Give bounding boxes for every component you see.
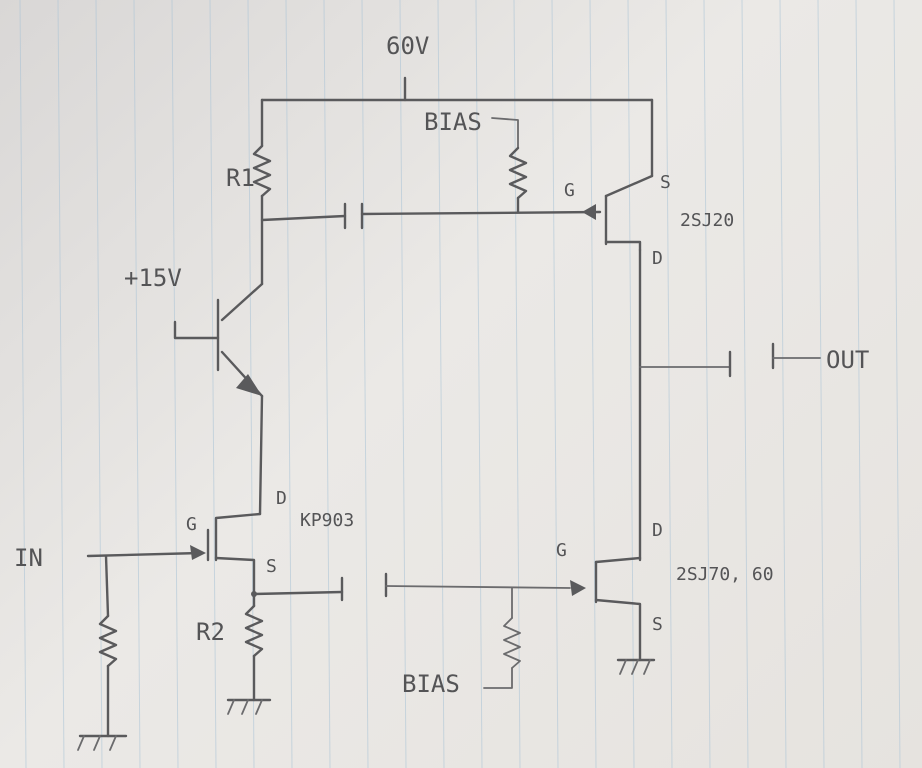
gate-top-label: G (564, 180, 575, 201)
q-bottom-part-label: 2SJ70, 60 (676, 564, 774, 585)
r2-label: R2 (196, 618, 225, 646)
output-label: OUT (826, 346, 869, 374)
gate-input-label: G (186, 514, 197, 535)
bias-resistor-top (491, 117, 528, 214)
input-label: IN (14, 544, 43, 572)
bias-top-label: BIAS (424, 108, 482, 136)
mosfet-2sj20 (582, 174, 654, 252)
input-network (77, 551, 202, 751)
resistor-r1 (252, 144, 272, 286)
drain-top-label: D (652, 248, 663, 269)
supply-rail (260, 76, 654, 178)
r1-label: R1 (226, 164, 255, 192)
plus15v-label: +15V (124, 264, 182, 292)
resistor-r2 (226, 591, 272, 715)
capacitor-bottom (252, 572, 571, 602)
bias-bottom-label: BIAS (402, 670, 460, 698)
output-node (638, 248, 821, 562)
source-bottom-label: S (652, 614, 663, 635)
npn-transistor (173, 282, 264, 516)
q-input-part-label: KP903 (300, 510, 354, 531)
source-input-label: S (266, 556, 277, 577)
source-top-label: S (660, 172, 671, 193)
gate-bottom-label: G (556, 540, 567, 561)
ruled-lines (19, 0, 901, 768)
drain-input-label: D (276, 488, 287, 509)
capacitor-top (260, 202, 602, 230)
mosfet-2sj70 (570, 556, 656, 675)
supply-voltage-label: 60V (386, 32, 429, 60)
bias-resistor-bottom (483, 587, 521, 689)
drain-bottom-label: D (652, 520, 663, 541)
q-top-part-label: 2SJ20 (680, 210, 734, 231)
